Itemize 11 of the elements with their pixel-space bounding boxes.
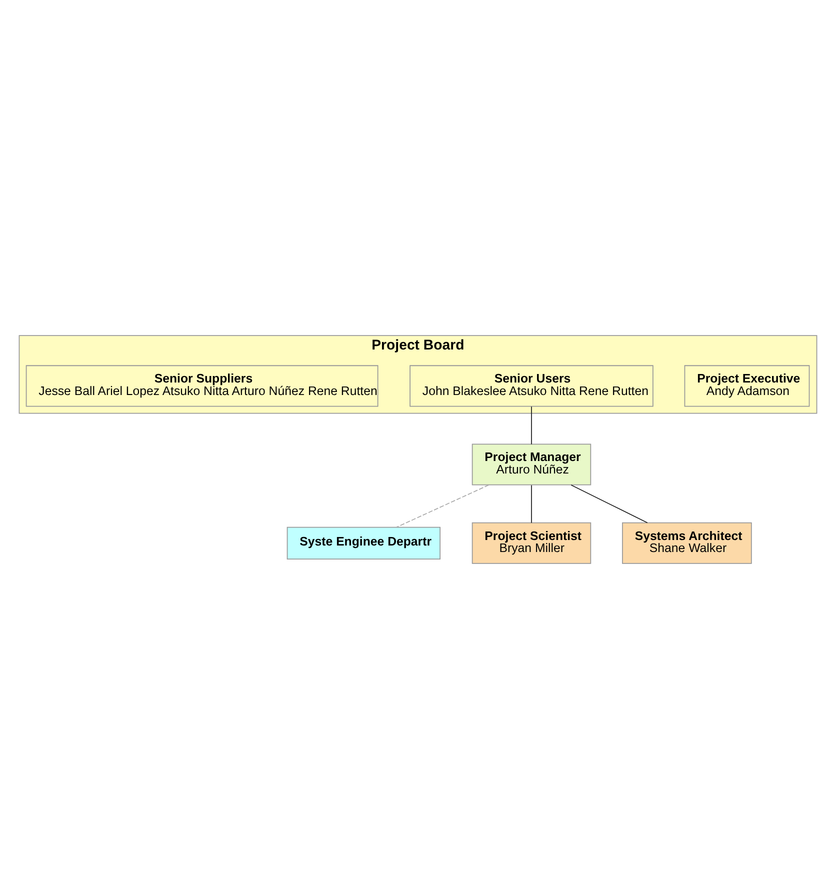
connector	[531, 406, 532, 445]
node-box: Project Manager Arturo Núñez	[472, 444, 592, 486]
node-box: Senior Suppliers Jesse Ball Ariel Lopez Atsuko Nitta Arturo Núñez Rene Rutten	[26, 365, 378, 407]
connector	[396, 484, 490, 528]
node-box: Project Executive Andy Adamson	[684, 365, 810, 407]
node-box: Senior Users John Blakeslee Atsuko Nitta Rene Rutten	[410, 365, 654, 407]
node-box: Syste Enginee Departr	[286, 526, 441, 560]
node-box: Project Scientist Bryan Miller	[472, 522, 592, 564]
connector	[531, 484, 532, 524]
connector	[570, 484, 648, 524]
node-box: Systems Architect Shane Walker	[622, 522, 752, 564]
